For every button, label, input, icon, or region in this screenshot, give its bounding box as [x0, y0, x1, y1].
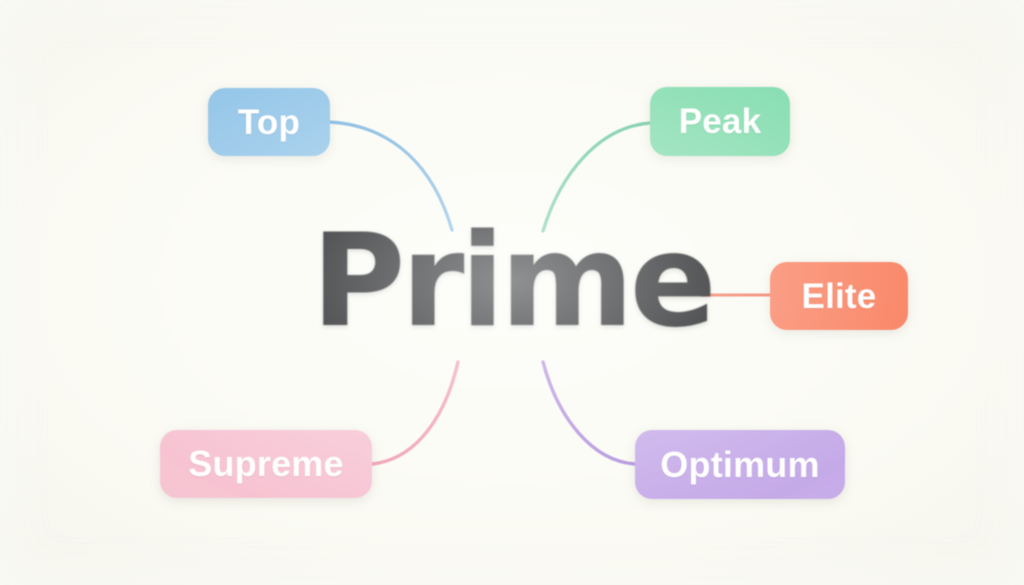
node-optimum-label: Optimum [660, 443, 820, 485]
node-supreme-label: Supreme [188, 443, 344, 484]
node-top-label: Top [237, 102, 301, 142]
connector-supreme-to-prime [370, 360, 460, 466]
node-optimum[interactable]: Optimum [635, 430, 845, 499]
connector-optimum-to-prime [541, 360, 637, 466]
node-peak[interactable]: Peak [650, 87, 790, 156]
center-keyword: Prime [311, 207, 717, 356]
node-peak-label: Peak [678, 102, 762, 141]
node-top[interactable]: Top [208, 88, 330, 156]
node-supreme[interactable]: Supreme [160, 430, 372, 498]
